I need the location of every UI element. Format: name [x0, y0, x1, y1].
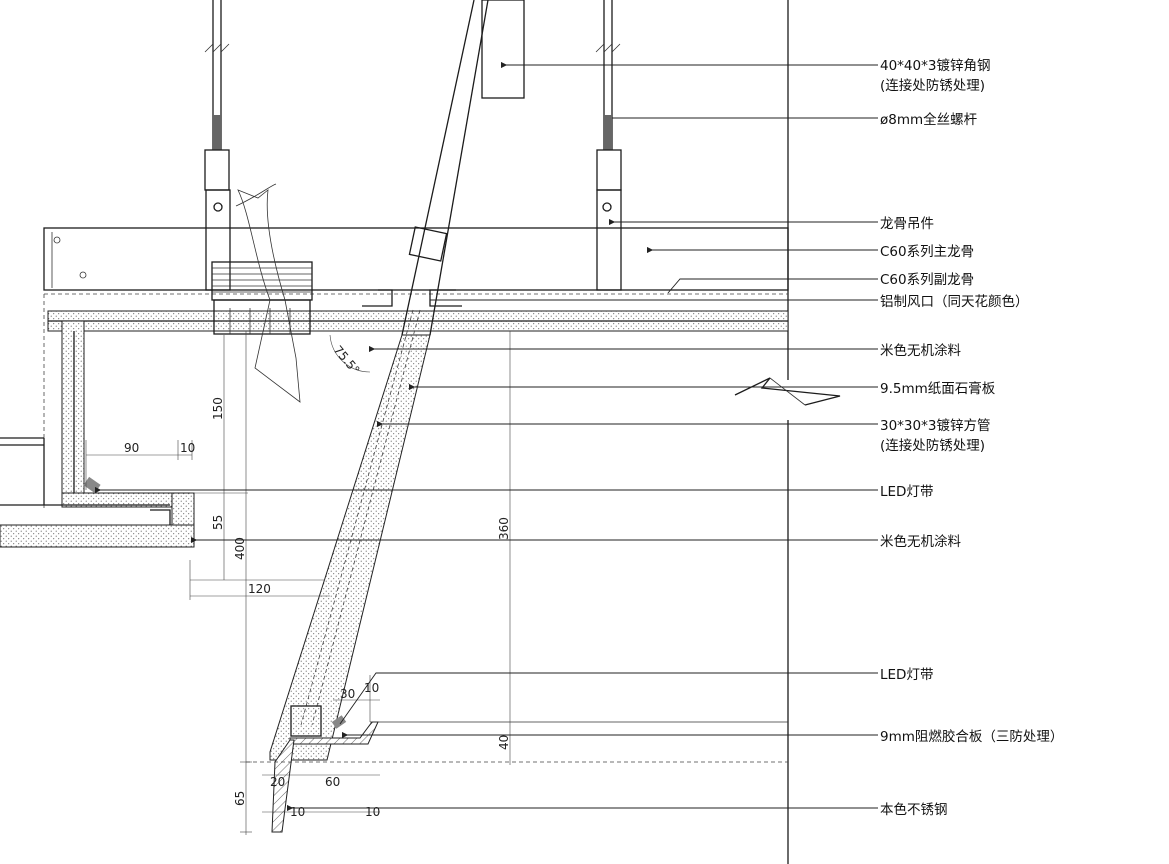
callout-leaders [94, 61, 878, 812]
dim-55: 55 [211, 515, 225, 530]
label-led-strip-lower: LED灯带 [880, 667, 933, 683]
dim-20: 20 [270, 775, 285, 789]
main-keel [43, 227, 789, 291]
dim-120: 120 [248, 582, 271, 596]
air-vent [211, 261, 313, 335]
dim-360: 360 [497, 517, 511, 540]
material-labels: 40*40*3镀锌角钢 (连接处防锈处理) ø8mm全丝螺杆 龙骨吊件 C60系… [880, 57, 1063, 818]
dim-10d: 10 [365, 805, 380, 819]
bottom-detail [246, 715, 788, 833]
dim-10a: 10 [180, 441, 195, 455]
dim-400: 400 [233, 537, 247, 560]
label-angle-steel-note: (连接处防锈处理) [880, 77, 985, 94]
dim-10b: 10 [364, 681, 379, 695]
label-angle-steel: 40*40*3镀锌角钢 [880, 57, 990, 74]
hanger-rods [204, 0, 622, 291]
airflow-arrow [237, 189, 301, 403]
label-paint-top: 米色无机涂料 [880, 342, 961, 359]
dim-150: 150 [211, 397, 225, 420]
dimension-lines [85, 331, 511, 835]
dim-angle: 75.5° [331, 343, 363, 377]
label-threaded-rod: ø8mm全丝螺杆 [880, 111, 978, 128]
dim-90: 90 [124, 441, 139, 455]
label-led-strip-upper: LED灯带 [880, 484, 933, 500]
label-keel-hanger: 龙骨吊件 [880, 216, 934, 232]
label-aluminum-vent: 铝制风口（同天花颜色） [880, 293, 1029, 310]
dim-30: 30 [340, 687, 355, 701]
dim-10c: 10 [290, 805, 305, 819]
dim-40: 40 [497, 735, 511, 750]
label-paint-lower: 米色无机涂料 [880, 533, 961, 550]
aluminum-vent-slot [362, 289, 462, 307]
angle-steel [481, 0, 525, 99]
left-soffit [0, 320, 195, 548]
label-square-tube-note: (连接处防锈处理) [880, 437, 985, 454]
label-gypsum-board: 9.5mm纸面石膏板 [880, 380, 996, 397]
dim-65: 65 [233, 791, 247, 806]
label-sub-keel: C60系列副龙骨 [880, 272, 974, 288]
label-main-keel: C60系列主龙骨 [880, 244, 974, 260]
inclined-panel [269, 0, 489, 761]
dim-60: 60 [325, 775, 340, 789]
label-stainless: 本色不锈钢 [880, 801, 948, 818]
right-wall [734, 0, 841, 864]
label-square-tube: 30*30*3镀锌方管 [880, 417, 990, 434]
label-plywood: 9mm阻燃胶合板（三防处理） [880, 728, 1063, 745]
